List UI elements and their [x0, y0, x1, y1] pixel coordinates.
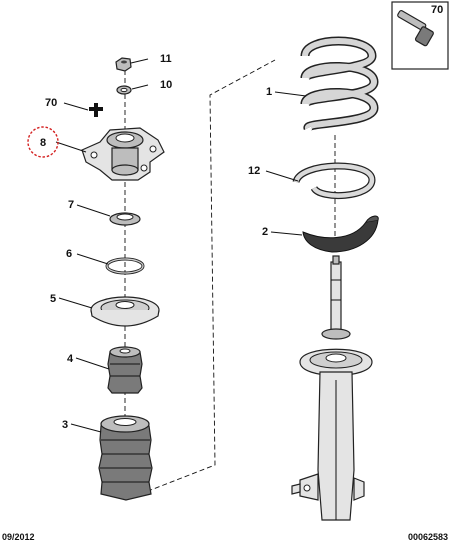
callout-12: 12 [248, 165, 260, 177]
callout-7: 7 [68, 199, 74, 211]
callout-2: 2 [262, 226, 268, 238]
callout-6: 6 [66, 248, 72, 260]
part-washer-10 [116, 85, 132, 95]
assembly-guide-lines [124, 59, 336, 501]
leader-lines [55, 58, 307, 433]
part-coil-spring-1 [300, 36, 379, 133]
part-bearing-7 [109, 212, 141, 226]
callout-5: 5 [50, 293, 56, 305]
part-dust-boot-3 [98, 415, 153, 501]
part-nut-11 [115, 57, 132, 72]
footer: 09/2012 00062583 [2, 532, 448, 542]
callout-10: 10 [160, 79, 172, 91]
bolt-icon [397, 10, 434, 47]
callout-11: 11 [160, 53, 172, 65]
callout-3: 3 [62, 419, 68, 431]
part-spring-isolator-12 [292, 162, 376, 200]
callout-70-inset: 70 [431, 4, 443, 16]
part-ring-6 [105, 257, 145, 275]
bolt-inset-box [391, 1, 449, 70]
footer-reference: 00062583 [408, 532, 448, 542]
part-spring-seat-5 [90, 296, 160, 327]
callout-1: 1 [266, 86, 272, 98]
part-upper-mount-8 [81, 127, 165, 181]
callout-8: 8 [40, 137, 46, 149]
callout-70: 70 [45, 97, 57, 109]
footer-date: 09/2012 [2, 532, 35, 542]
highlight-circle [27, 126, 59, 158]
part-screw-70 [89, 103, 103, 117]
callout-labels: 70 11 10 70 8 7 6 5 4 3 1 12 2 [40, 4, 443, 431]
part-spring-pad-2 [302, 215, 379, 253]
part-bump-stop-4 [107, 346, 143, 394]
callout-4: 4 [67, 353, 74, 365]
shock-absorber-strut [291, 255, 373, 521]
